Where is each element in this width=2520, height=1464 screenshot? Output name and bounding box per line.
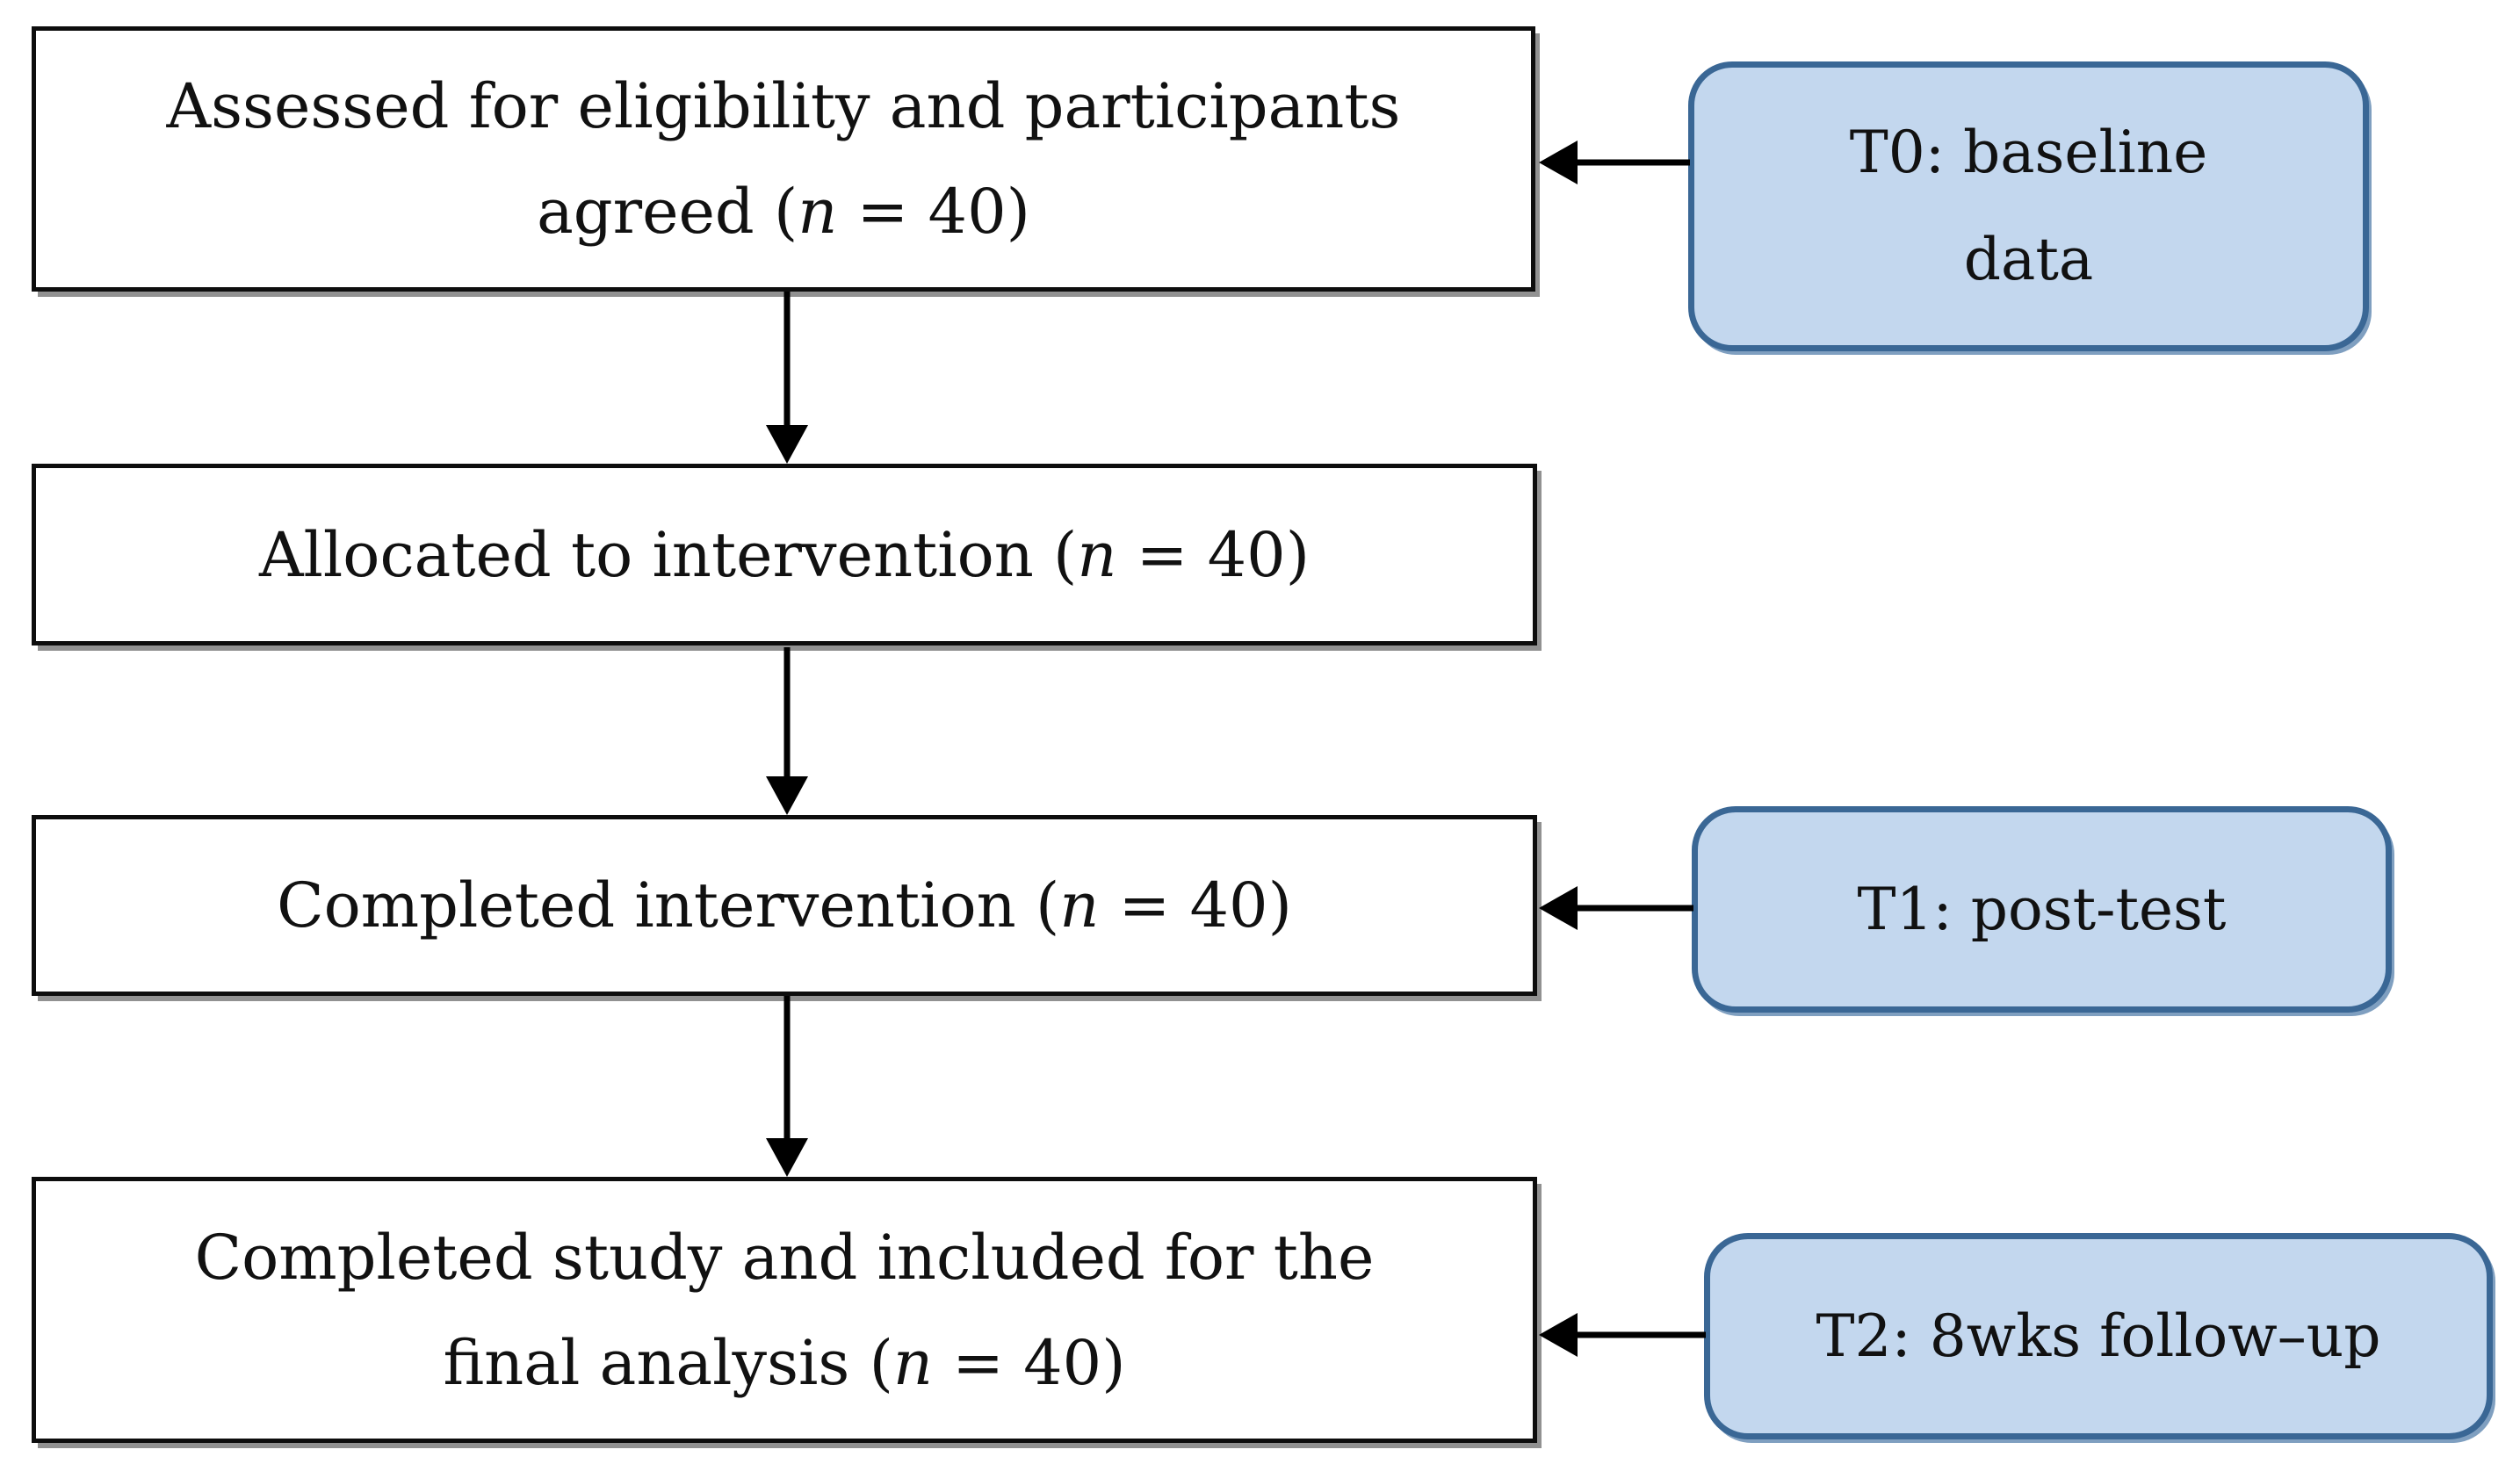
- arrow-t0-to-assessed: [1539, 141, 1690, 184]
- time-box-t1: T1: post-test: [1692, 806, 2392, 1013]
- arrowhead-left-icon: [1539, 141, 1578, 184]
- box-line: agreed (n = 40): [36, 159, 1531, 264]
- text-segment: = 40): [932, 1326, 1126, 1399]
- box-line: T2: 8wks follow–up: [1816, 1302, 2381, 1370]
- arrowhead-down-icon: [766, 1138, 808, 1177]
- text-segment-italic-n: n: [892, 1326, 933, 1399]
- arrow-shaft: [783, 996, 791, 1140]
- flow-box-allocated-label: Allocated to intervention (n = 40): [36, 502, 1533, 608]
- text-segment: Completed study and included for the: [194, 1221, 1375, 1294]
- arrowhead-left-icon: [1539, 886, 1578, 930]
- flow-box-completed-study-label: Completed study and included for the fin…: [36, 1205, 1533, 1416]
- arrow-allocated-to-completed-intervention: [765, 647, 809, 815]
- arrow-shaft: [1572, 1331, 1706, 1338]
- arrow-shaft: [1572, 159, 1690, 166]
- box-line: Completed intervention (n = 40): [36, 853, 1533, 958]
- flow-box-assessed-label: Assessed for eligibility and participant…: [36, 54, 1531, 264]
- arrow-shaft: [783, 647, 791, 778]
- time-box-t1-label: T1: post-test: [1698, 856, 2386, 963]
- flow-box-completed-intervention: Completed intervention (n = 40): [32, 815, 1537, 996]
- text-segment: Allocated to intervention (: [258, 518, 1078, 591]
- text-segment: agreed (: [537, 176, 798, 248]
- box-line: Assessed for eligibility and participant…: [36, 54, 1531, 159]
- text-segment-italic-n: n: [1059, 869, 1100, 941]
- time-box-t0: T0: baseline data: [1688, 61, 2369, 351]
- text-segment: = 40): [1099, 869, 1292, 941]
- flow-box-completed-intervention-label: Completed intervention (n = 40): [36, 853, 1533, 958]
- arrow-shaft: [1572, 905, 1693, 912]
- box-line: data: [1963, 226, 2094, 293]
- text-segment: = 40): [837, 176, 1030, 248]
- time-box-t2-label: T2: 8wks follow–up: [1710, 1283, 2487, 1390]
- arrow-shaft: [783, 292, 791, 427]
- box-line: Completed study and included for the: [36, 1205, 1533, 1310]
- text-segment-italic-n: n: [1077, 518, 1117, 591]
- box-line: T0: baseline: [1849, 119, 2208, 186]
- box-line: Allocated to intervention (n = 40): [36, 502, 1533, 608]
- box-line: T1: post-test: [1857, 875, 2227, 943]
- time-box-t0-label: T0: baseline data: [1694, 99, 2363, 314]
- arrow-completed-intervention-to-completed-study: [765, 996, 809, 1177]
- text-segment-italic-n: n: [798, 176, 838, 248]
- flow-box-completed-study: Completed study and included for the fin…: [32, 1177, 1537, 1443]
- time-box-t2: T2: 8wks follow–up: [1704, 1233, 2493, 1439]
- arrow-assessed-to-allocated: [765, 292, 809, 464]
- box-line: final analysis (n = 40): [36, 1310, 1533, 1416]
- text-segment: final analysis (: [443, 1326, 893, 1399]
- arrow-t1-to-completed-intervention: [1539, 886, 1693, 930]
- text-segment: = 40): [1116, 518, 1311, 591]
- text-segment: Assessed for eligibility and participant…: [166, 70, 1401, 142]
- arrowhead-down-icon: [766, 776, 808, 815]
- flow-box-assessed: Assessed for eligibility and participant…: [32, 26, 1535, 292]
- text-segment: Completed intervention (: [277, 869, 1060, 941]
- flow-box-allocated: Allocated to intervention (n = 40): [32, 464, 1537, 645]
- arrowhead-left-icon: [1539, 1313, 1578, 1357]
- arrow-t2-to-completed-study: [1539, 1313, 1706, 1357]
- arrowhead-down-icon: [766, 425, 808, 464]
